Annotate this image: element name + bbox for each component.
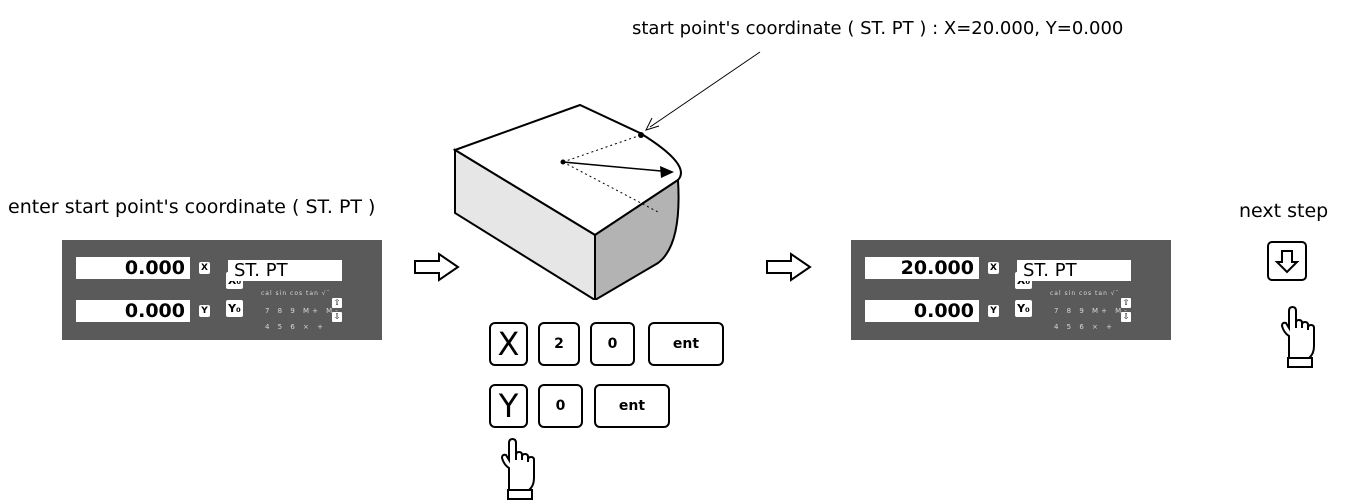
digit-2-key[interactable]: 2 xyxy=(538,322,580,366)
x-key[interactable]: X xyxy=(489,322,528,366)
up-arrow-key[interactable]: ⇧ xyxy=(1121,298,1131,308)
hollow-right-arrow-icon xyxy=(766,252,812,282)
down-arrow-key[interactable]: ⇩ xyxy=(332,312,342,322)
pointing-hand-icon xyxy=(1280,306,1315,368)
enter-key[interactable]: ent xyxy=(648,322,724,366)
keypad-row-456: 4 5 6 × + xyxy=(1054,323,1115,331)
y-zero-button[interactable]: Y₀ xyxy=(1015,300,1032,317)
message-display: ST. PT xyxy=(228,260,342,281)
down-arrow-icon xyxy=(1274,250,1300,274)
x-axis-tag: X xyxy=(988,262,999,274)
dro-panel-left: 0.000 X X₀ ST. PT 0.000 Y Y₀ cal sin cos… xyxy=(62,240,382,340)
y-readout: 0.000 xyxy=(76,300,190,322)
instruction-caption: enter start point's coordinate ( ST. PT … xyxy=(8,196,376,218)
y-axis-tag: Y xyxy=(199,305,210,317)
y-key[interactable]: Y xyxy=(489,384,528,428)
x-readout: 20.000 xyxy=(865,257,979,279)
digit-0-key[interactable]: 0 xyxy=(590,322,635,366)
x-axis-tag: X xyxy=(199,262,210,274)
y-zero-button[interactable]: Y₀ xyxy=(226,300,243,317)
digit-0-key[interactable]: 0 xyxy=(538,384,583,428)
y-readout: 0.000 xyxy=(865,300,979,322)
workpiece-illustration xyxy=(452,103,682,300)
down-arrow-key[interactable]: ⇩ xyxy=(1121,312,1131,322)
next-step-caption: next step xyxy=(1239,200,1329,222)
up-arrow-key[interactable]: ⇧ xyxy=(332,298,342,308)
keypad-row-functions: cal sin cos tan √¯ xyxy=(261,290,331,297)
pointing-hand-icon xyxy=(500,438,535,500)
hollow-right-arrow-icon xyxy=(414,252,460,282)
keypad-row-789: 7 8 9 M+ M- xyxy=(1054,307,1130,315)
x-readout: 0.000 xyxy=(76,257,190,279)
message-display: ST. PT xyxy=(1017,260,1131,281)
keypad-row-456: 4 5 6 × + xyxy=(265,323,326,331)
dro-panel-right: 20.000 X X₀ ST. PT 0.000 Y Y₀ cal sin co… xyxy=(851,240,1171,340)
y-axis-tag: Y xyxy=(988,305,999,317)
keypad-row-789: 7 8 9 M+ M- xyxy=(265,307,341,315)
keypad-row-functions: cal sin cos tan √¯ xyxy=(1050,290,1120,297)
down-arrow-key[interactable] xyxy=(1267,241,1307,281)
enter-key[interactable]: ent xyxy=(594,384,670,428)
annotation-start-point: start point's coordinate ( ST. PT ) : X=… xyxy=(632,18,1124,39)
